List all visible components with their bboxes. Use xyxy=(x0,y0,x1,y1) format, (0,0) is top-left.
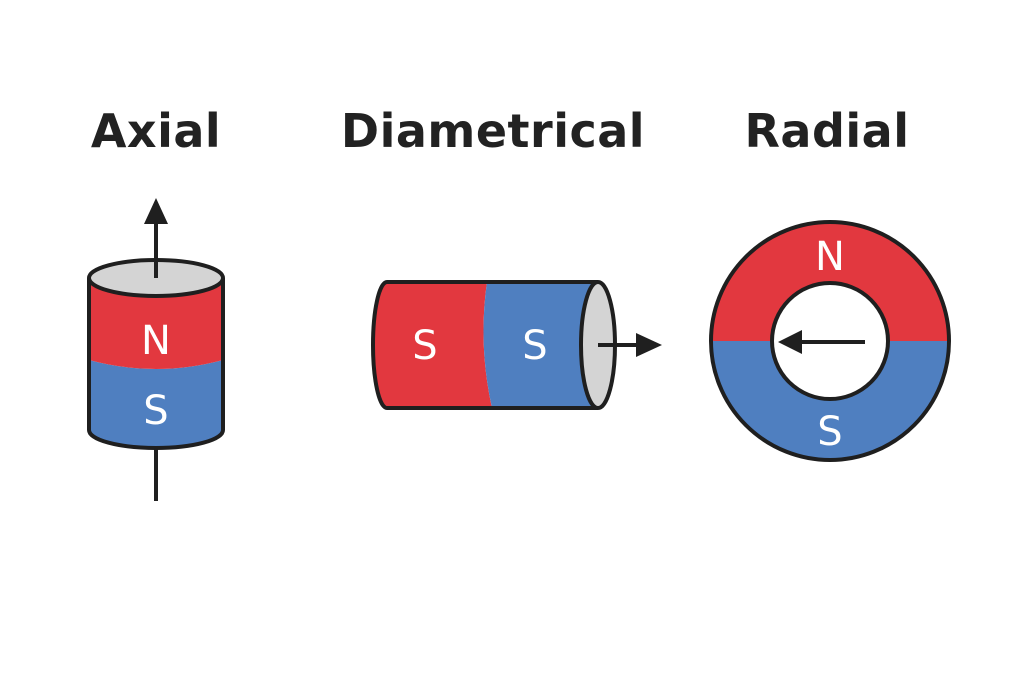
diametrical-arrow-head xyxy=(636,333,662,357)
radial-outer-outline xyxy=(709,220,951,462)
diametrical-magnet: S S xyxy=(371,280,662,410)
axial-outline-bottom xyxy=(87,429,225,450)
radial-south-label: S xyxy=(817,409,842,455)
axial-south-section xyxy=(89,360,223,448)
diametrical-left-label: S xyxy=(412,323,437,369)
axial-south-label: S xyxy=(143,388,168,434)
diametrical-right-label: S xyxy=(522,323,547,369)
diametrical-outline xyxy=(371,280,598,410)
radial-arrow-head xyxy=(778,330,802,354)
axial-magnet: N S xyxy=(87,198,225,501)
axial-north-section xyxy=(89,278,223,369)
radial-magnet: N S xyxy=(709,220,951,462)
axial-title: Axial xyxy=(90,104,222,158)
diametrical-right-section xyxy=(483,282,598,408)
axial-north-label: N xyxy=(141,318,171,364)
radial-north-label: N xyxy=(815,234,845,280)
diametrical-left-section xyxy=(373,282,492,408)
radial-title: Radial xyxy=(744,104,910,158)
axial-arrow-head xyxy=(144,198,168,224)
diametrical-title: Diametrical xyxy=(340,104,646,158)
